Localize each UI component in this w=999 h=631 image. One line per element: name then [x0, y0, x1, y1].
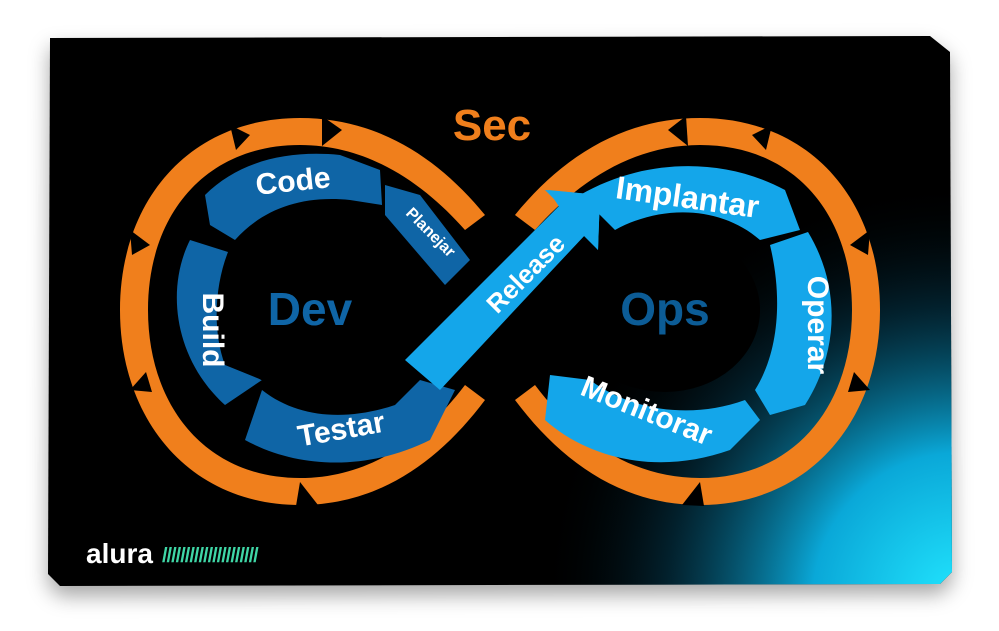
release-band — [408, 190, 600, 388]
alura-logo: alura — [86, 538, 153, 569]
stage-code: Code — [254, 161, 332, 202]
sec-arrow-notches — [130, 116, 870, 506]
stage-build: Build — [196, 293, 229, 368]
logo-stripes: ///////////////////// — [162, 545, 259, 567]
stage-operar: Operar — [801, 276, 834, 375]
ops-hole — [570, 228, 760, 392]
dev-hole — [220, 230, 380, 390]
ops-label: Ops — [620, 283, 709, 335]
sec-label: Sec — [453, 101, 531, 150]
dev-label: Dev — [268, 283, 353, 335]
dev-loop — [176, 153, 470, 463]
